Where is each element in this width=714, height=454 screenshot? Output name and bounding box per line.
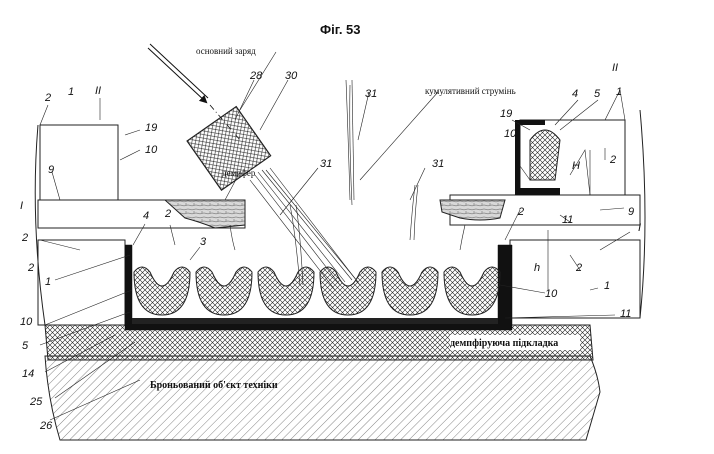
ref-roman2-left: II: [95, 85, 102, 97]
ref-roman2-right: II: [612, 62, 619, 74]
ref-10-br: 10: [545, 288, 558, 300]
ref-9-r: 9: [628, 206, 635, 218]
ref-2-mr: 2: [518, 206, 525, 218]
ref-14: 14: [22, 368, 35, 380]
cumulative-cell: [319, 266, 377, 316]
ref-10-l: 10: [145, 144, 158, 156]
ref-11-r: 11: [562, 214, 574, 226]
ref-1-tl: 1: [68, 86, 75, 98]
ref-10-bl: 10: [20, 316, 33, 328]
ref-10-r: 10: [504, 128, 517, 140]
cumulative-cell: [195, 266, 253, 316]
label-cumulative-jet: кумулятивний струмінь: [425, 86, 516, 96]
cumulative-jet: [229, 79, 466, 291]
ref-19-l: 19: [145, 122, 158, 134]
cumulative-cell: [443, 266, 501, 316]
upper-cell: [529, 129, 561, 181]
ref-4-r: 4: [572, 88, 579, 100]
ref-11-br: 11: [620, 308, 632, 320]
ref-26: 26: [40, 420, 53, 432]
ref-H: H: [572, 160, 580, 172]
ref-roman1-right: I: [638, 222, 642, 234]
tile-left-upper: [39, 124, 119, 201]
label-damper: демпфер: [222, 168, 256, 178]
ref-1-br: 1: [604, 280, 611, 292]
ref-2-ml: 2: [22, 232, 29, 244]
ref-28: 28: [250, 70, 263, 82]
ref-31a: 31: [365, 88, 378, 100]
main-charge: [186, 105, 272, 191]
ref-2-br: 2: [576, 262, 583, 274]
tile-right-lower: [509, 239, 641, 319]
ref-19-r: 19: [500, 108, 513, 120]
ref-1-bl: 1: [45, 276, 52, 288]
figure-title: Фіг. 53: [320, 22, 361, 37]
ref-4-l: 4: [143, 210, 150, 222]
cumulative-cell: [257, 266, 315, 316]
damper-left: [163, 199, 246, 229]
ref-h: h: [534, 262, 541, 274]
ref-31b: 31: [320, 158, 333, 170]
ref-roman1-left: I: [20, 200, 24, 212]
ref-2-bl: 2: [28, 262, 35, 274]
ref-2-tl: 2: [45, 92, 52, 104]
ref-30: 30: [285, 70, 298, 82]
upper-container: [515, 120, 560, 195]
ref-2-tr: 2: [610, 154, 617, 166]
ref-25: 25: [30, 396, 43, 408]
label-main-charge: основний заряд: [196, 46, 256, 56]
cumulative-cells: [133, 266, 501, 316]
label-armored-object: Броньований об'єкт техніки: [150, 380, 278, 391]
ref-3: 3: [200, 236, 207, 248]
ref-2-mid: 2: [165, 208, 172, 220]
ref-1-tr: 1: [616, 86, 623, 98]
ref-31c: 31: [432, 158, 445, 170]
ref-5-r: 5: [594, 88, 601, 100]
armored-object: [44, 355, 601, 441]
label-damping-pad: демпфіруюча підкладка: [450, 338, 559, 349]
cumulative-cell: [381, 266, 439, 316]
cumulative-cell: [133, 266, 191, 316]
damper-right: [439, 199, 506, 221]
ref-9-l: 9: [48, 164, 55, 176]
ref-5-bl: 5: [22, 340, 29, 352]
